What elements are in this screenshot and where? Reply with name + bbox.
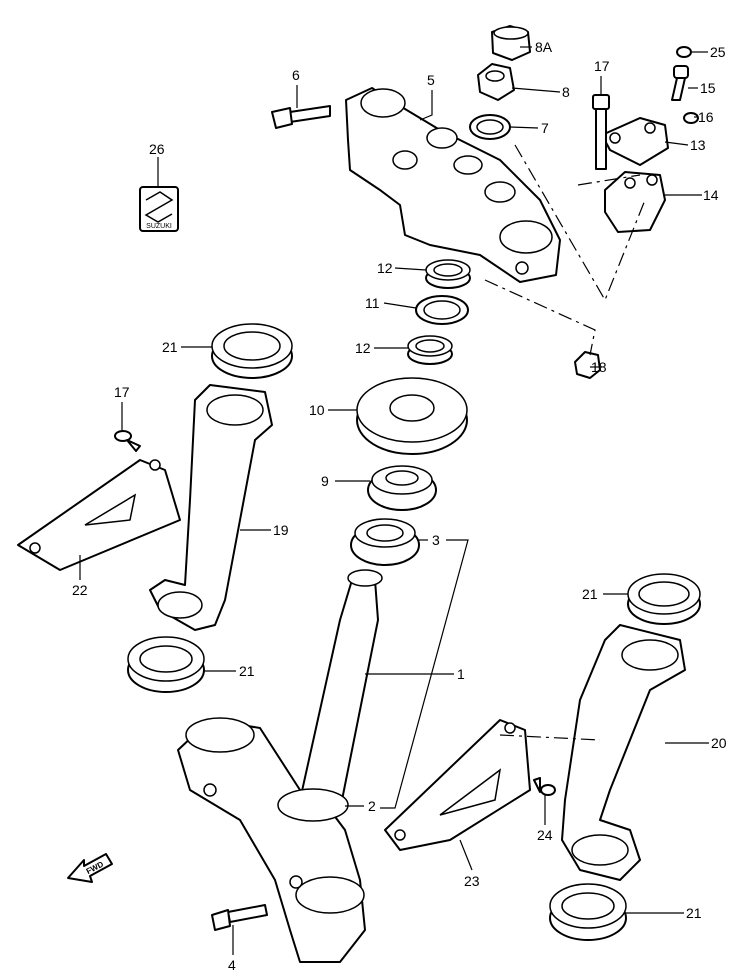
part-22-plate-left	[17, 459, 181, 571]
callout-20: 20	[711, 735, 727, 751]
part-12-lock-nut-lower	[407, 335, 453, 365]
part-16-washer	[683, 112, 699, 124]
callout-26: 26	[149, 141, 165, 157]
part-1-steering-stem	[177, 569, 383, 963]
part-3-bearing	[350, 518, 420, 566]
callout-21-left-top: 21	[162, 339, 178, 355]
callout-6: 6	[292, 67, 300, 83]
part-9-bearing	[367, 465, 437, 511]
part-21-grommet-left-bottom	[127, 636, 205, 693]
part-8a-cap-nut	[491, 25, 531, 61]
part-8-nut	[477, 63, 515, 101]
callout-12-upper: 12	[377, 260, 393, 276]
part-25-cap	[676, 46, 692, 58]
forward-direction-arrow: FWD	[67, 853, 113, 883]
callout-8: 8	[562, 84, 570, 100]
part-26-suzuki-emblem: SUZUKI	[139, 186, 179, 232]
part-17-long-bolt	[592, 94, 610, 170]
callout-11: 11	[365, 295, 380, 311]
callout-21-left-bottom: 21	[239, 663, 255, 679]
part-21-grommet-left-top	[211, 323, 293, 379]
callout-9: 9	[321, 473, 329, 489]
part-6-bolt	[271, 105, 331, 129]
part-7-washer	[469, 114, 511, 140]
callout-14: 14	[703, 187, 719, 203]
part-17-screw-left	[114, 430, 141, 452]
callout-17-left: 17	[114, 384, 130, 400]
part-12-lock-nut-upper	[425, 259, 471, 289]
callout-15: 15	[700, 80, 716, 96]
callout-7: 7	[541, 120, 549, 136]
part-14-holder-lower	[604, 171, 666, 233]
callout-4: 4	[228, 957, 236, 973]
callout-8a: 8A	[535, 39, 553, 55]
part-20-bracket-right	[561, 624, 686, 881]
part-4-bolt	[211, 904, 268, 931]
assembly-lines	[484, 144, 646, 741]
callout-18: 18	[591, 359, 607, 375]
part-19-bracket-left	[149, 384, 273, 631]
part-23-plate-right	[384, 719, 531, 851]
leader-lines	[79, 46, 709, 955]
callout-3: 3	[432, 532, 440, 548]
callout-25: 25	[710, 44, 726, 60]
part-13-holder-upper	[601, 117, 669, 166]
part-18-nut	[574, 351, 601, 379]
callout-10: 10	[309, 402, 325, 418]
callout-21-right-top: 21	[582, 586, 598, 602]
callout-1: 1	[457, 666, 465, 682]
callout-5: 5	[427, 72, 435, 88]
callout-2: 2	[368, 798, 376, 814]
part-11-washer	[415, 295, 469, 325]
callout-24: 24	[537, 827, 553, 843]
callout-19: 19	[273, 522, 289, 538]
part-15-bolt	[671, 65, 689, 101]
callout-17-top: 17	[594, 58, 610, 74]
callout-21-right-bottom: 21	[686, 905, 702, 921]
callout-23: 23	[464, 873, 480, 889]
callout-16: 16	[698, 109, 714, 125]
callout-12-lower: 12	[355, 340, 371, 356]
callout-labels: 8A 25 6 5 17 15 8 16 7 13 26 14 12 11 12…	[72, 39, 727, 973]
callout-22: 22	[72, 582, 88, 598]
part-21-grommet-right-top	[627, 573, 701, 625]
logo-text: SUZUKI	[146, 223, 172, 230]
part-24-screw-right	[533, 777, 556, 796]
part-21-grommet-right-bottom	[549, 883, 627, 941]
callout-13: 13	[690, 137, 706, 153]
part-5-upper-bracket	[345, 87, 561, 283]
part-10-dust-seal	[356, 377, 468, 455]
